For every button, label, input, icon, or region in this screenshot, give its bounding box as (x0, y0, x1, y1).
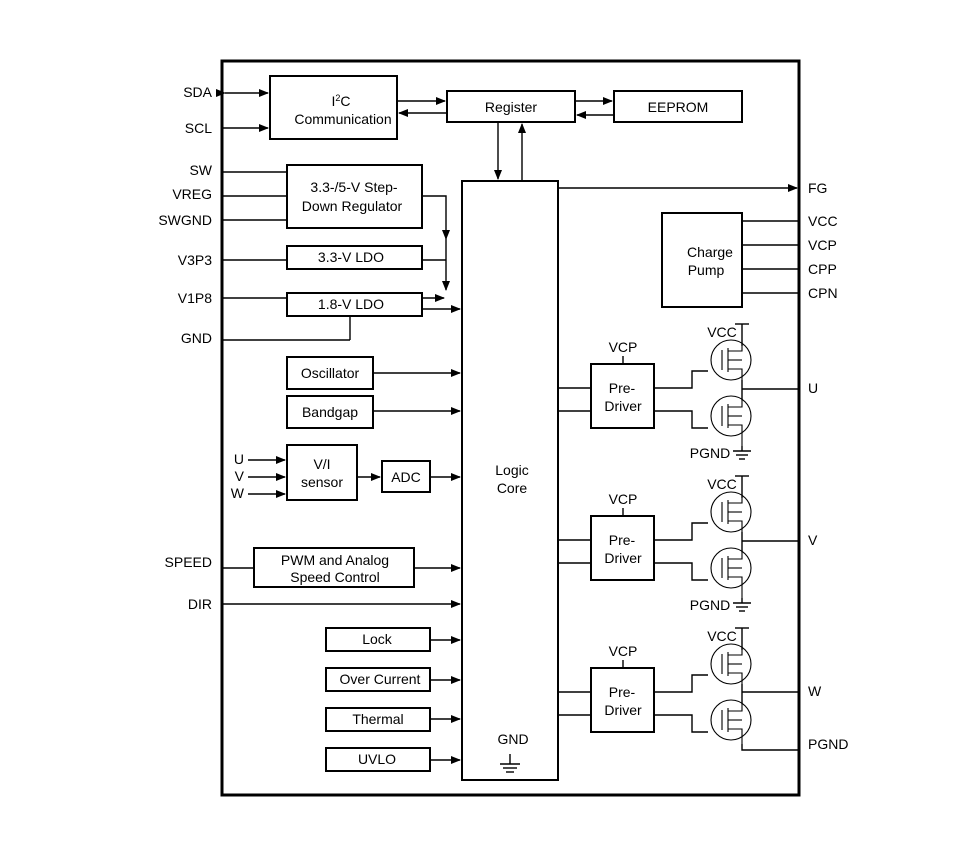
lock-label: Lock (362, 631, 393, 647)
high-side-mosfet-v-icon (710, 491, 752, 533)
pin-pgnd-out: PGND (808, 736, 848, 752)
driver-w-vcp-label: VCP (609, 643, 638, 659)
low-side-mosfet-u-icon (710, 395, 752, 446)
pin-v-in: V (235, 468, 245, 484)
eeprom-block (613, 90, 743, 123)
pwm-label-line2: Speed Control (290, 569, 380, 585)
high-side-mosfet-w-icon (710, 643, 752, 685)
bandgap-block (286, 395, 374, 429)
pgnd-ground-u-icon (733, 446, 751, 460)
driver-v-vcp-label: VCP (609, 491, 638, 507)
ldo-1v8-block (286, 292, 423, 317)
pre-driver-u-block (590, 363, 655, 429)
driver-u-vcc-label: VCC (707, 324, 737, 340)
pin-vcp: VCP (808, 237, 837, 253)
charge-pump-label-line1: Charge (687, 244, 733, 260)
ldo-3v3-block (286, 245, 423, 270)
pwm-speed-control-block (253, 547, 415, 588)
pin-sw: SW (189, 162, 212, 178)
oscillator-label: Oscillator (301, 365, 360, 381)
pin-u-in: U (234, 451, 244, 467)
pin-gnd: GND (181, 330, 212, 346)
over-current-label: Over Current (340, 671, 421, 687)
pin-vcc: VCC (808, 213, 838, 229)
driver-w-vcc-label: VCC (707, 628, 737, 644)
bandgap-label: Bandgap (302, 404, 358, 420)
pin-swgnd: SWGND (158, 212, 212, 228)
oscillator-block (286, 356, 374, 390)
pin-vreg: VREG (172, 186, 212, 202)
pin-v-out: V (808, 532, 818, 548)
driver-stage-v: VCP Pre- Driver VCC PGND (558, 475, 799, 613)
driver-u-pgnd-label: PGND (690, 445, 730, 461)
pin-u-out: U (808, 380, 818, 396)
pin-sda: SDA (183, 84, 212, 100)
step-down-regulator-block (286, 164, 423, 229)
i2c-label-line2: Communication (294, 111, 391, 127)
pre-driver-v-line2: Driver (604, 550, 642, 566)
pgnd-ground-v-icon (733, 598, 751, 612)
pre-driver-u-line1: Pre- (609, 380, 636, 396)
vi-sensor-label-line2: sensor (301, 474, 343, 490)
adc-label: ADC (391, 469, 421, 485)
logic-core-label-line2: Core (497, 480, 528, 496)
driver-u-vcp-label: VCP (609, 339, 638, 355)
driver-v-vcc-label: VCC (707, 476, 737, 492)
chip-outline (220, 59, 801, 797)
pin-w-in: W (231, 485, 245, 501)
charge-pump-block (661, 212, 743, 308)
charge-pump-label-line2: Pump (688, 262, 725, 278)
register-label: Register (485, 99, 537, 115)
uvlo-label: UVLO (358, 751, 396, 767)
i2c-communication-block (269, 75, 398, 140)
step-down-label-line1: 3.3-/5-V Step- (310, 179, 397, 195)
driver-stage-u: VCP Pre- Driver VCC PGND (558, 323, 799, 461)
pin-dir: DIR (188, 596, 212, 612)
low-side-mosfet-v-icon (710, 547, 752, 598)
pin-v3p3: V3P3 (178, 252, 212, 268)
logic-ground-icon (500, 754, 520, 773)
logic-core-label-line1: Logic (495, 462, 528, 478)
pin-fg: FG (808, 180, 827, 196)
pin-v1p8: V1P8 (178, 290, 212, 306)
pin-cpp: CPP (808, 261, 837, 277)
thermal-label: Thermal (352, 711, 403, 727)
pre-driver-w-line2: Driver (604, 702, 642, 718)
i2c-label: I2C (331, 93, 350, 109)
ldo-1v8-label: 1.8-V LDO (318, 296, 384, 312)
pre-driver-u-line2: Driver (604, 398, 642, 414)
pre-driver-v-line1: Pre- (609, 532, 636, 548)
vi-sensor-block (286, 444, 358, 501)
pin-scl: SCL (185, 120, 212, 136)
pin-speed: SPEED (165, 554, 212, 570)
register-block (446, 90, 576, 123)
pre-driver-w-block (590, 667, 655, 733)
ldo-3v3-label: 3.3-V LDO (318, 249, 384, 265)
pre-driver-w-line1: Pre- (609, 684, 636, 700)
pin-cpn: CPN (808, 285, 838, 301)
step-down-label-line2: Down Regulator (302, 198, 403, 214)
logic-core-gnd-label: GND (497, 731, 528, 747)
pin-w-out: W (808, 683, 822, 699)
eeprom-label: EEPROM (648, 99, 709, 115)
pwm-label-line1: PWM and Analog (281, 552, 389, 568)
logic-core-block (461, 180, 559, 781)
vi-sensor-label-line1: V/I (313, 456, 330, 472)
high-side-mosfet-u-icon (710, 339, 752, 381)
driver-stage-w: VCP Pre- Driver VCC (558, 627, 799, 751)
pre-driver-v-block (590, 515, 655, 581)
low-side-mosfet-w-icon (710, 699, 752, 744)
driver-v-pgnd-label: PGND (690, 597, 730, 613)
